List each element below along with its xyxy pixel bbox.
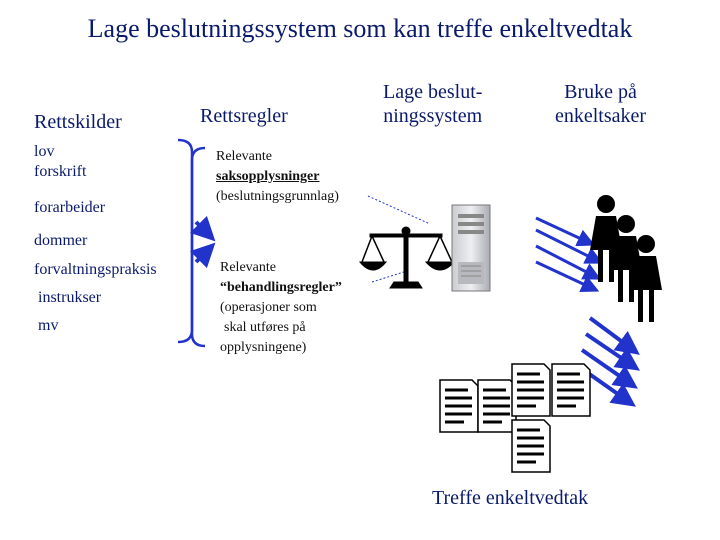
relevant-rules-line5: opplysningene) [220, 340, 307, 355]
header-bruke-line2: enkeltsaker [555, 105, 647, 127]
header-lage-line1: Lage beslut- [383, 81, 483, 103]
header-lage-line2: ningssystem [383, 105, 483, 127]
source-forskrift: forskrift [34, 163, 87, 180]
relevant-facts-line2: saksopplysninger [216, 169, 320, 184]
connector-facts [367, 195, 431, 225]
outcome-label: Treffe enkeltvedtak [432, 487, 589, 509]
bracket-rettskilder [177, 138, 194, 344]
source-mv: mv [38, 317, 59, 334]
header-rettsregler: Rettsregler [200, 105, 288, 127]
relevant-facts-line1: Relevante [216, 149, 272, 164]
scale-icon [358, 226, 456, 289]
header-bruke-line1: Bruke på [564, 81, 637, 103]
relevant-rules-line4: skal utføres på [224, 320, 306, 335]
relevant-facts-line3: (beslutningsgrunnlag) [216, 189, 339, 204]
source-dommer: dommer [34, 232, 88, 249]
source-lov: lov [34, 143, 55, 160]
slide-title: Lage beslutningssystem som kan treffe en… [87, 14, 633, 43]
relevant-rules-block: Relevante “behandlingsregler” (operasjon… [220, 258, 342, 358]
relevant-facts-block: Relevante saksopplysninger (beslutningsg… [216, 147, 339, 207]
server-icon [451, 204, 491, 292]
relevant-rules-line2: “behandlingsregler” [220, 280, 342, 295]
header-rettskilder: Rettskilder [34, 111, 122, 133]
header-lage-beslutningssystem: Lage beslut- ningssystem [383, 80, 482, 128]
people-icon [590, 195, 662, 322]
bracket-rettsregler [190, 146, 206, 348]
header-bruke-pa-enkeltsaker: Bruke på enkeltsaker [555, 80, 646, 128]
source-forvaltningspraksis: forvaltningspraksis [34, 261, 157, 278]
source-instrukser: instrukser [38, 289, 102, 306]
relevant-rules-line1: Relevante [220, 260, 276, 275]
input-arrows [535, 216, 604, 293]
split-arrows [189, 215, 216, 269]
documents-icon [439, 363, 591, 473]
source-forarbeider: forarbeider [34, 199, 106, 216]
relevant-rules-line3: (operasjoner som [220, 300, 317, 315]
